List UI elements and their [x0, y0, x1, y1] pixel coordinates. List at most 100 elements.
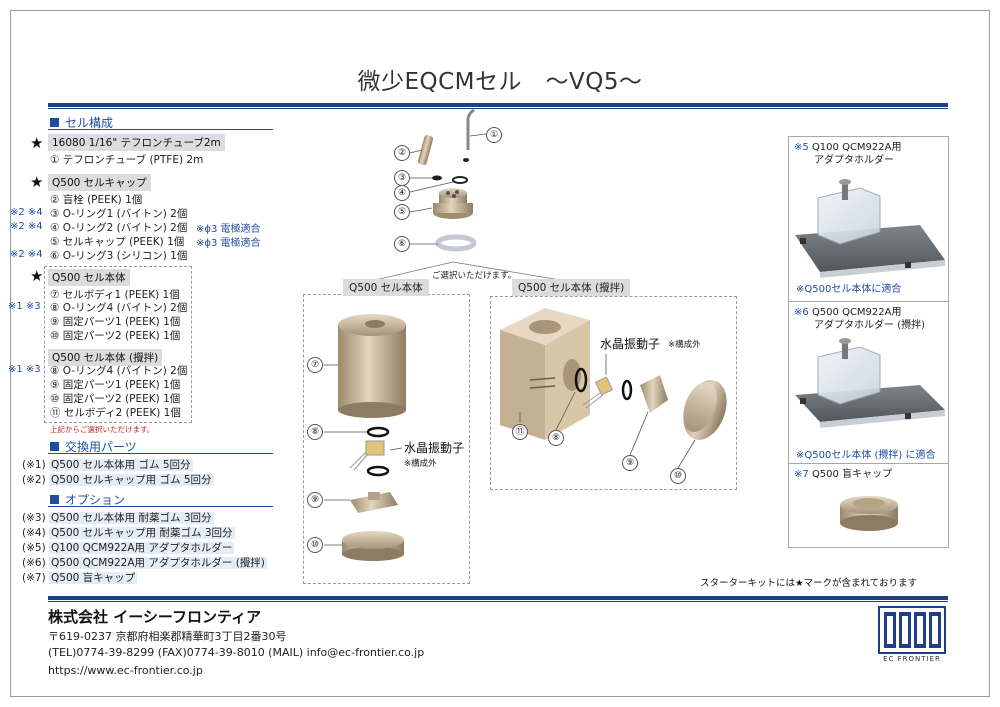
body-item: ⑨ 固定パーツ1 (PEEK) 1個: [50, 316, 181, 328]
leader-line: [629, 411, 649, 456]
company-contact: (TEL)0774-39-8299 (FAX)0774-39-8010 (MAI…: [48, 646, 425, 659]
body-stir-mark: ※1 ※3: [8, 364, 41, 375]
select-note: ご選択いただけます。: [432, 271, 517, 281]
o-ring-3: [435, 234, 477, 252]
crystal-label: 水晶振動子: [600, 337, 661, 351]
leader-line: [469, 133, 487, 137]
cell-body-1-hole: [365, 320, 385, 328]
adapter-screw: [842, 182, 848, 200]
body-stir-item: ⑧ O-リング4 (バイトン) 2個: [50, 365, 188, 377]
adapter-screw: [842, 341, 848, 359]
adapter-5-note: ※Q500セル本体に適合: [796, 284, 902, 295]
section-cell: セル構成: [50, 114, 113, 131]
branch-line: [452, 261, 561, 281]
part-number-10: ⑩: [670, 468, 686, 484]
section-replacement: 交換用パーツ: [50, 438, 137, 455]
part-number-11: ⑪: [512, 424, 528, 440]
starter-kit-note: スターターキットには★マークが含まれております: [700, 578, 917, 589]
fixing-part-2-face: [683, 382, 717, 432]
part-number-10: ⑩: [307, 537, 323, 553]
fixing-part-1: [350, 492, 398, 513]
adapter-plate-6-edge: [820, 410, 945, 428]
part-number-5: ⑤: [394, 204, 410, 220]
part-number-2: ②: [394, 145, 410, 161]
part-number-9: ⑨: [622, 455, 638, 471]
section-underline: [48, 129, 273, 130]
panel-divider: [788, 301, 949, 302]
option-item: (※6) Q500 QCM922A用 アダプタホルダー (攪拌): [22, 557, 267, 569]
option-item: (※5) Q100 QCM922A用 アダプタホルダー: [22, 542, 235, 554]
adapter-5-caption: ※5 Q100 QCM922A用アダプタホルダー: [794, 142, 902, 166]
part-number-7: ⑦: [307, 357, 323, 373]
part-number-4: ④: [394, 185, 410, 201]
footer-rule: [48, 596, 948, 600]
excluded-note: ※構成外: [668, 340, 701, 350]
section-underline: [48, 506, 273, 507]
crystal-wire: [585, 394, 604, 409]
teflon-tube-end: [466, 108, 475, 119]
adapter-6-caption: ※6 Q500 QCM922A用アダプタホルダー (攪拌): [794, 307, 925, 331]
leader-line: [409, 149, 423, 154]
cap-header: Q500 セルキャップ: [48, 174, 151, 191]
star-icon: ★: [30, 267, 44, 285]
star-icon: ★: [30, 173, 44, 191]
footer-rule-thin: [48, 601, 948, 602]
o-ring-2: [452, 176, 468, 184]
part-number-6: ⑥: [394, 236, 410, 252]
body-stir-header: Q500 セル本体 (攪拌): [48, 349, 163, 366]
body-select-box: [44, 266, 192, 423]
part-number-9: ⑨: [307, 492, 323, 508]
company-url[interactable]: https://www.ec-frontier.co.jp: [48, 664, 203, 677]
body-label: Q500 セル本体: [343, 279, 429, 296]
tube-header: 16080 1/16" テフロンチューブ2m: [48, 134, 225, 151]
option-item: (※3) Q500 セル本体用 耐薬ゴム 3回分: [22, 512, 214, 524]
company-name: 株式会社 イーシーフロンティア: [48, 608, 262, 626]
body-header: Q500 セル本体: [48, 269, 130, 286]
cap-item: ④ O-リング2 (バイトン) 2個: [50, 222, 188, 234]
leader-line: [555, 391, 576, 431]
body-stir-option-box: [490, 296, 737, 490]
crystal-label: 水晶振動子: [404, 441, 465, 455]
fixing-part-2-bottom: [342, 547, 404, 561]
square-icon: [50, 118, 59, 127]
adapter-block-6: [817, 346, 881, 405]
company-address: 〒619-0237 京都府相楽郡精華町3丁目2番30号: [48, 630, 287, 643]
body-item: ⑦ セルボディ1 (PEEK) 1個: [50, 289, 180, 301]
cap-mark: ※2 ※4: [10, 207, 43, 218]
adapter-plate-5-edge: [820, 260, 945, 278]
part-number-1: ①: [486, 127, 502, 143]
adapter-block-5: [817, 187, 881, 245]
o-ring-1: [432, 175, 442, 181]
cap-item: ② 盲栓 (PEEK) 1個: [50, 194, 143, 206]
o-ring-small: [463, 158, 469, 162]
options-panel: [788, 136, 949, 548]
electrode-note: ※ϕ3 電極適合: [196, 238, 261, 249]
blind-cap-boss: [853, 498, 885, 508]
body-item: ⑧ O-リング4 (バイトン) 2個: [50, 302, 188, 314]
cap-item: ⑥ O-リング3 (シリコン) 1個: [50, 250, 188, 262]
cap-item: ③ O-リング1 (バイトン) 2個: [50, 208, 188, 220]
blind-cap-caption: ※7 Q500 盲キャップ: [794, 469, 893, 480]
foot: [800, 238, 806, 244]
company-logo: EC FRONTIER: [878, 606, 946, 668]
star-icon: ★: [30, 134, 44, 152]
cell-body-1: [338, 325, 406, 410]
cell-body-2-hole: [529, 320, 561, 334]
body-mark: ※1 ※3: [8, 301, 41, 312]
quartz-crystal: [594, 376, 614, 396]
crystal-wire: [349, 451, 367, 469]
page-frame: [10, 10, 990, 697]
adapter-6-note: ※Q500セル本体 (攪拌) に適合: [796, 450, 936, 461]
replacement-item: (※1) Q500 セル本体用 ゴム 5回分: [22, 459, 193, 471]
body-stir-label: Q500 セル本体 (攪拌): [512, 279, 631, 296]
leader-line: [389, 447, 403, 451]
electrode-note: ※ϕ3 電極適合: [196, 224, 261, 235]
cell-cap-face: [439, 188, 467, 198]
replacement-item: (※2) Q500 セルキャップ用 ゴム 5回分: [22, 474, 214, 486]
cell-body-2-slot: [529, 385, 556, 389]
o-ring-4: [574, 367, 588, 393]
body-item: ⑩ 固定パーツ2 (PEEK) 1個: [50, 330, 181, 342]
foot: [905, 413, 911, 419]
branch-line: [374, 261, 454, 281]
cap-hole: [452, 194, 456, 198]
